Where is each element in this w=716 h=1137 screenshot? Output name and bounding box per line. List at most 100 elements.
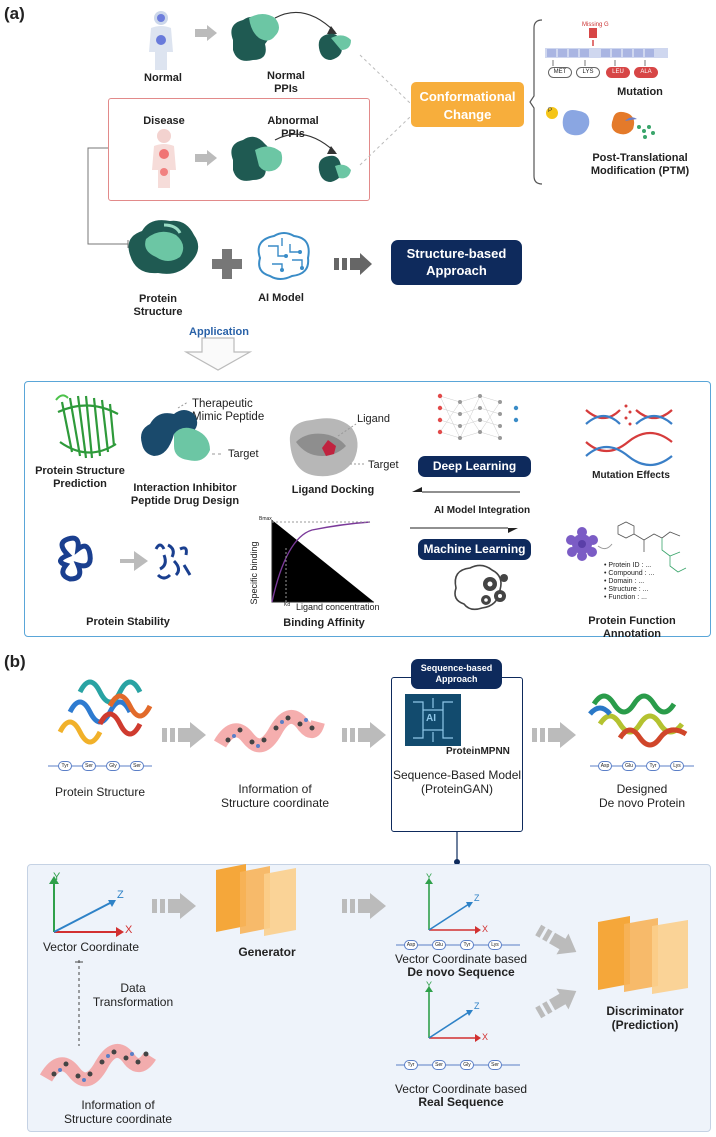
axis-x-label: X bbox=[125, 924, 133, 936]
brain-gears-icon bbox=[454, 564, 508, 611]
mutation-effects-label: Mutation Effects bbox=[592, 470, 670, 481]
normal-ppi-icon bbox=[231, 14, 279, 61]
abnormal-ppis-label: Abnormal PPIs bbox=[267, 115, 319, 140]
structure-based-approach-box: Structure-based Approach bbox=[391, 240, 522, 285]
model-connector bbox=[454, 832, 460, 865]
protein-structure-icon bbox=[128, 220, 199, 274]
mutation-sequence-strip bbox=[545, 28, 668, 66]
vc-based-label: Vector Coordinate based bbox=[394, 952, 528, 966]
residue-bead: Gly bbox=[106, 761, 120, 771]
residue-bead: Tyr bbox=[460, 940, 474, 950]
ligand-label: Ligand bbox=[357, 413, 391, 425]
pfa-label: Protein Function Annotation bbox=[588, 615, 676, 640]
gray-arrow bbox=[195, 150, 217, 166]
diagonal-arrow-down bbox=[535, 924, 577, 955]
abnormal-separated-icon bbox=[274, 133, 351, 182]
sequence-chain-3-beads: Asp Glu Tyr Lys bbox=[404, 940, 514, 950]
residue-bead: Ser bbox=[432, 1060, 446, 1070]
therapeutic-peptide-icon bbox=[141, 401, 224, 461]
ptm-label: Post-Translational Modification (PTM) bbox=[590, 152, 690, 177]
protein-structure-label: Protein Structure bbox=[133, 293, 183, 318]
ai-chip-label: AI bbox=[426, 713, 436, 724]
conformational-change-box: Conformational Change bbox=[411, 82, 524, 127]
residue-bead: Glu bbox=[622, 761, 636, 771]
codon-lys: LYS bbox=[576, 67, 600, 78]
binding-affinity-label: Binding Affinity bbox=[283, 617, 365, 629]
residue-bead: Gly bbox=[460, 1060, 474, 1070]
abnormal-ppi-icon bbox=[231, 136, 283, 181]
residue-bead: Glu bbox=[432, 940, 446, 950]
residue-bead: Asp bbox=[598, 761, 612, 771]
info-structure-label: Information of Structure coordinate bbox=[220, 782, 330, 810]
deep-learning-box: Deep Learning bbox=[418, 456, 531, 477]
disease-body-figure bbox=[152, 129, 176, 188]
application-panel bbox=[24, 381, 711, 637]
bmax-label: Bmax bbox=[259, 516, 272, 522]
sequence-approach-box: Sequence-based Approach bbox=[411, 659, 502, 689]
generator-icon bbox=[216, 864, 296, 936]
normal-ppis-label: Normal PPIs bbox=[267, 70, 305, 95]
axes-icon-3 bbox=[425, 986, 481, 1042]
annotation-field: • Protein ID : ... bbox=[604, 562, 652, 569]
vc-based-2-label: Vector Coordinate based bbox=[394, 1082, 528, 1096]
therapeutic-label: Therapeutic Mimic Peptide bbox=[192, 398, 265, 423]
annotation-field: • Domain : ... bbox=[604, 578, 645, 585]
axes-icon-1 bbox=[49, 876, 124, 937]
normal-label: Normal bbox=[144, 72, 182, 84]
residue-bead: Tyr bbox=[404, 1060, 418, 1070]
residue-bead: Ser bbox=[488, 1060, 502, 1070]
normal-body-figure bbox=[149, 11, 173, 70]
codon-met: MET bbox=[548, 67, 572, 78]
ligand-concentration-label: Ligand concentration bbox=[296, 602, 380, 612]
annotation-field: • Structure : ... bbox=[604, 586, 649, 593]
neural-network-icon bbox=[437, 393, 519, 440]
ai-brain-icon bbox=[257, 232, 310, 280]
data-transformation-label: Data Transformation bbox=[92, 981, 174, 1009]
gray-triple-arrow bbox=[342, 722, 386, 748]
binding-affinity-chart bbox=[271, 520, 374, 603]
gray-triple-arrow bbox=[532, 722, 576, 748]
disease-box bbox=[108, 98, 370, 201]
discriminator-icon bbox=[598, 916, 688, 994]
structure-coordinate-icon bbox=[213, 710, 325, 753]
sequence-chain-1-beads: Tyr Ser Gly Ser bbox=[58, 761, 148, 771]
axis-y-label: Y bbox=[426, 872, 433, 882]
kd-label: Kd bbox=[284, 602, 291, 608]
axes-icon-2 bbox=[425, 878, 481, 934]
axis-y-label: Y bbox=[426, 980, 433, 990]
protein-helix-icon bbox=[57, 679, 153, 745]
separated-ppi-icon bbox=[274, 11, 351, 60]
gfp-structure-icon bbox=[55, 394, 119, 459]
iipdd-label: Interaction Inhibitor Peptide Drug Desig… bbox=[130, 482, 240, 507]
sequence-model-label: Sequence-Based Model (ProteinGAN) bbox=[392, 768, 522, 796]
info-structure-2-label: Information of Structure coordinate bbox=[63, 1098, 173, 1126]
protein-structure-b-label: Protein Structure bbox=[54, 785, 146, 799]
sequence-chain-2-beads: Asp Glu Tyr Lys bbox=[598, 761, 688, 771]
dashed-transform-line bbox=[75, 960, 83, 1046]
application-arrow bbox=[183, 337, 253, 371]
sequence-chain-4-beads: Tyr Ser Gly Ser bbox=[404, 1060, 514, 1070]
discriminator-label: Discriminator (Prediction) bbox=[606, 1004, 684, 1032]
vector-coordinate-label: Vector Coordinate bbox=[42, 940, 140, 954]
gray-arrow bbox=[195, 25, 217, 41]
gray-triple-arrow bbox=[162, 722, 206, 748]
machine-learning-box: Machine Learning bbox=[418, 539, 531, 560]
application-label: Application bbox=[189, 326, 249, 338]
residue-bead: Ser bbox=[130, 761, 144, 771]
residue-bead: Tyr bbox=[646, 761, 660, 771]
axis-x-label: X bbox=[482, 1032, 489, 1042]
protein-stability-icon bbox=[58, 535, 192, 582]
disease-label: Disease bbox=[143, 115, 185, 127]
missing-g-label: Missing G bbox=[582, 22, 609, 28]
proteinmpnn-label: ProteinMPNN bbox=[446, 746, 510, 757]
ai-model-label: AI Model bbox=[258, 292, 304, 304]
ptm-p-label: P bbox=[548, 108, 553, 114]
residue-bead: Lys bbox=[670, 761, 684, 771]
residue-bead: Ser bbox=[82, 761, 96, 771]
gray-triple-arrow bbox=[152, 893, 196, 919]
structure-coordinate-icon-2 bbox=[39, 1044, 156, 1087]
psp-label: Protein Structure Prediction bbox=[35, 465, 125, 490]
bracket bbox=[529, 19, 543, 185]
ai-chip-icon bbox=[405, 694, 461, 746]
ligand-docking-icon bbox=[289, 418, 364, 477]
